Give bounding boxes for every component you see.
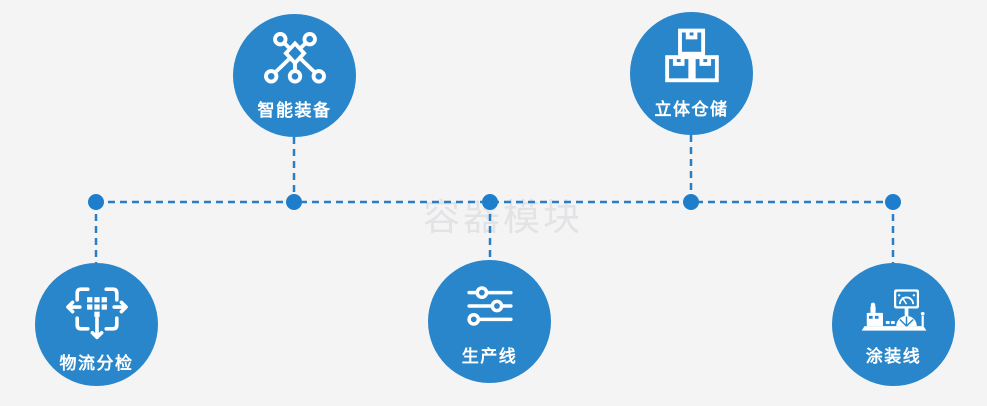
node-logistics-sorting[interactable]: 物流分检: [35, 263, 158, 386]
node-label: 智能装备: [257, 101, 332, 120]
network-nodes-icon: [260, 30, 330, 89]
node-coating-line[interactable]: 涂装线: [832, 263, 955, 386]
junction-dot: [482, 194, 498, 210]
junction-dot: [683, 194, 699, 210]
junction-dot: [885, 194, 901, 210]
watermark-text: 容器模块: [423, 197, 583, 238]
stacked-boxes-icon: [661, 28, 723, 88]
distribute-arrows-icon: [64, 276, 130, 342]
node-label: 涂装线: [865, 347, 922, 366]
machine-monitor-icon: [857, 282, 931, 335]
junction-dot: [88, 194, 104, 210]
node-label: 物流分检: [59, 353, 134, 373]
node-label: 立体仓储: [654, 99, 729, 119]
node-production-line[interactable]: 生产线: [428, 260, 551, 383]
junction-dot: [286, 194, 302, 210]
node-smart-equipment[interactable]: 智能装备: [233, 14, 356, 137]
node-warehouse-3d[interactable]: 立体仓储: [630, 12, 753, 135]
node-label: 生产线: [461, 346, 518, 366]
sliders-icon: [459, 277, 521, 335]
